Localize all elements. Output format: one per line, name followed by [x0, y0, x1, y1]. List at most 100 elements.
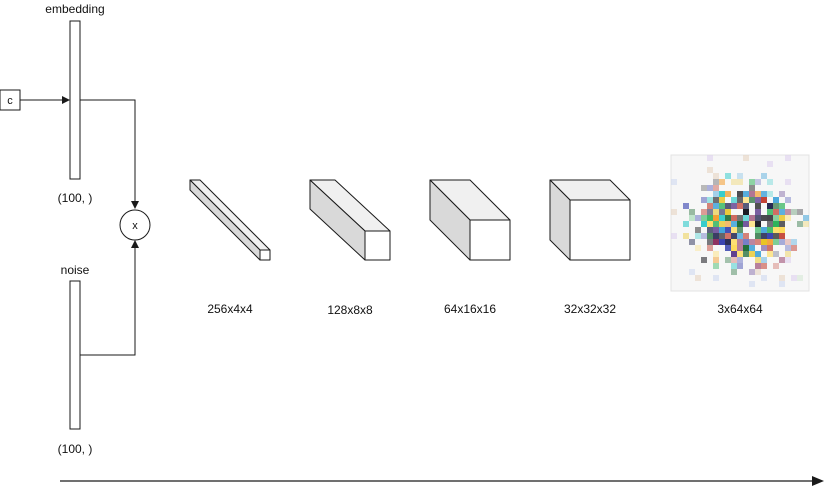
image-pixel — [707, 155, 713, 161]
image-pixel — [689, 215, 695, 221]
image-pixel — [779, 239, 785, 245]
flow-arrow — [60, 476, 824, 486]
layer-32x32x32 — [549, 179, 631, 261]
image-pixel — [737, 221, 743, 227]
image-pixel — [683, 203, 689, 209]
image-pixel — [791, 275, 797, 281]
generated-image — [670, 154, 810, 292]
image-pixel — [755, 227, 761, 233]
image-pixel — [755, 215, 761, 221]
image-pixel — [725, 191, 731, 197]
image-pixel — [737, 239, 743, 245]
image-pixel — [785, 239, 791, 245]
image-pixel — [731, 233, 737, 239]
noise-shape: (100, ) — [58, 442, 93, 456]
image-pixel — [731, 269, 737, 275]
image-pixel — [719, 221, 725, 227]
multiply-node: x — [119, 209, 151, 241]
image-pixel — [719, 191, 725, 197]
image-pixel — [671, 233, 677, 239]
image-pixel — [767, 203, 773, 209]
connectors — [20, 96, 139, 356]
image-pixel — [797, 275, 803, 281]
image-pixel — [767, 245, 773, 251]
image-pixel — [731, 245, 737, 251]
image-pixel — [671, 179, 677, 185]
image-pixel — [785, 155, 791, 161]
image-pixel — [785, 257, 791, 263]
image-pixel — [707, 209, 713, 215]
image-pixel — [731, 197, 737, 203]
image-pixel — [767, 221, 773, 227]
condition-node: c — [0, 89, 21, 111]
image-pixel — [779, 215, 785, 221]
image-pixel — [731, 221, 737, 227]
image-pixel — [755, 209, 761, 215]
image-pixel — [743, 197, 749, 203]
image-pixel — [701, 185, 707, 191]
image-pixel — [785, 179, 791, 185]
image-pixel — [755, 221, 761, 227]
image-pixel — [755, 233, 761, 239]
image-pixel — [743, 209, 749, 215]
image-pixel — [773, 227, 779, 233]
image-pixel — [761, 263, 767, 269]
image-pixel — [761, 275, 767, 281]
image-pixel — [767, 251, 773, 257]
image-pixel — [743, 233, 749, 239]
image-pixel — [731, 179, 737, 185]
image-pixel — [731, 227, 737, 233]
image-pixel — [803, 215, 809, 221]
image-pixel — [719, 209, 725, 215]
image-pixel — [761, 191, 767, 197]
image-pixel — [713, 239, 719, 245]
image-pixel — [785, 209, 791, 215]
image-pixel — [761, 227, 767, 233]
image-pixel — [749, 281, 755, 287]
image-pixel — [755, 179, 761, 185]
image-pixel — [779, 233, 785, 239]
image-pixel — [785, 245, 791, 251]
image-pixel — [749, 269, 755, 275]
image-pixel — [701, 197, 707, 203]
image-pixel — [767, 191, 773, 197]
layer-label-4: 32x32x32 — [564, 302, 616, 316]
multiply-symbol: x — [132, 220, 138, 232]
image-pixel — [737, 173, 743, 179]
image-pixel — [737, 179, 743, 185]
image-pixel — [731, 257, 737, 263]
image-pixel — [755, 203, 761, 209]
image-pixel — [707, 239, 713, 245]
image-pixel — [743, 251, 749, 257]
image-pixel — [695, 233, 701, 239]
image-pixel — [785, 215, 791, 221]
image-pixel — [695, 215, 701, 221]
image-pixel — [713, 191, 719, 197]
image-pixel — [767, 161, 773, 167]
embedding-shape: (100, ) — [58, 191, 93, 205]
image-pixel — [701, 233, 707, 239]
image-pixel — [761, 245, 767, 251]
image-pixel — [713, 173, 719, 179]
image-pixel — [773, 239, 779, 245]
image-pixel — [773, 203, 779, 209]
image-pixel — [773, 209, 779, 215]
image-pixel — [767, 215, 773, 221]
image-pixel — [773, 251, 779, 257]
image-pixel — [713, 209, 719, 215]
image-pixel — [749, 179, 755, 185]
image-pixel — [701, 209, 707, 215]
image-pixel — [755, 269, 761, 275]
image-pixel — [779, 209, 785, 215]
embedding-title: embedding — [45, 2, 104, 16]
image-pixel — [737, 257, 743, 263]
image-pixel — [749, 251, 755, 257]
image-pixel — [755, 239, 761, 245]
image-pixel — [737, 251, 743, 257]
image-pixel — [695, 245, 701, 251]
image-pixel — [803, 221, 809, 227]
image-pixel — [779, 191, 785, 197]
image-pixel — [743, 155, 749, 161]
image-pixel — [737, 233, 743, 239]
noise-to-multiply-arrow — [80, 240, 139, 356]
